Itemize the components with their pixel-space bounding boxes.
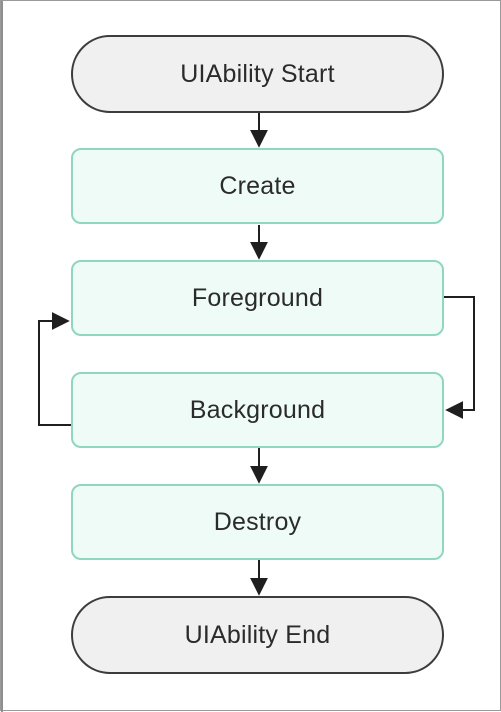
state-foreground-label: Foreground — [191, 283, 324, 312]
end-node: UIAbility End — [71, 596, 444, 674]
state-create: Create — [71, 148, 444, 224]
start-label: UIAbility Start — [180, 59, 335, 88]
end-label: UIAbility End — [184, 620, 331, 649]
start-node: UIAbility Start — [71, 35, 444, 113]
state-background-label: Background — [189, 395, 326, 424]
state-destroy-label: Destroy — [213, 507, 302, 536]
left-edge-strip — [1, 1, 3, 712]
state-destroy: Destroy — [71, 484, 444, 560]
arrow-foreground-to-background — [444, 296, 475, 419]
state-create-label: Create — [219, 171, 296, 200]
arrow-background-to-foreground — [38, 312, 71, 426]
state-foreground: Foreground — [71, 260, 444, 336]
state-background: Background — [71, 372, 444, 448]
